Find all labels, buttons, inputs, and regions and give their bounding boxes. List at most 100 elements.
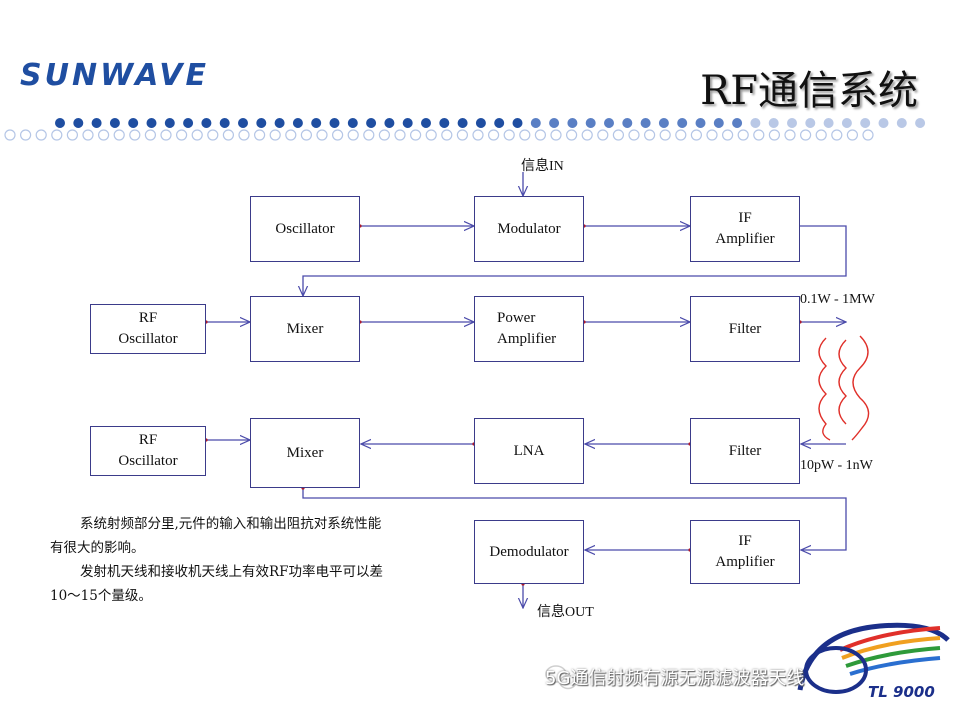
filter-rx-block: Filter — [690, 418, 800, 484]
decorative-dot — [721, 129, 734, 141]
decorative-dot — [378, 129, 390, 141]
decorative-dot — [846, 129, 859, 141]
slide-title: RF通信系统 — [700, 68, 918, 114]
modulator-label: Modulator — [497, 220, 561, 237]
decorative-dot — [784, 129, 796, 141]
decorative-dot — [35, 129, 47, 141]
rf-oscillator-rx-block: RF Oscillator — [90, 426, 206, 476]
signal-in-label: 信息IN — [521, 159, 564, 174]
demodulator-block: Demodulator — [474, 520, 584, 584]
watermark-text: 5G通信射频有源无源滤波器天线 — [545, 668, 805, 689]
filter-rx-label: Filter — [728, 442, 762, 459]
decorative-dot — [274, 118, 285, 128]
decorative-dot — [841, 118, 852, 128]
decorative-dot — [706, 129, 718, 141]
note-line-2: 有很大的影响。 — [50, 540, 145, 556]
decorative-dot — [316, 129, 328, 141]
decorative-dot — [750, 118, 761, 128]
decorative-dot — [567, 118, 578, 128]
rf-osc-tx-label-2: Oscillator — [118, 331, 178, 347]
rf-osc-tx-label-1: RF — [138, 310, 158, 326]
decorative-dot — [201, 118, 212, 128]
decorative-dot — [219, 118, 230, 128]
decorative-dot — [534, 129, 547, 141]
decorative-dot — [512, 118, 523, 128]
decorative-dot — [183, 118, 194, 128]
decorative-dot — [604, 118, 614, 128]
decorative-dot — [332, 129, 344, 141]
decorative-dot — [860, 118, 871, 128]
decorative-dot — [815, 129, 827, 141]
decorative-dot — [347, 129, 359, 141]
decorative-dot — [753, 129, 765, 141]
decorative-dot — [51, 129, 63, 141]
decorative-dot — [66, 129, 79, 141]
decorative-dot — [456, 129, 468, 141]
decorative-dot — [823, 118, 834, 128]
decorative-dot — [878, 118, 889, 128]
decorative-dot — [690, 129, 703, 141]
decorative-dot — [256, 118, 267, 128]
if-amp-tx-label-1: IF — [738, 210, 752, 226]
filter-tx-block: Filter — [690, 296, 800, 362]
if-amp-rx-label-2: Amplifier — [715, 554, 775, 570]
decorative-dot — [421, 118, 431, 128]
if-amp-rx-label-1: IF — [738, 533, 752, 549]
power-amplifier-block: Power Amplifier — [474, 296, 584, 362]
rx-power-label: 10pW - 1nW — [800, 458, 873, 473]
if-amplifier-rx-block: IF Amplifier — [690, 520, 800, 584]
decorative-dot — [109, 118, 120, 128]
oscillator-block: Oscillator — [250, 196, 360, 262]
decorative-dot — [311, 118, 322, 128]
note-line-4: 10～15个量级。 — [50, 588, 152, 604]
oscillator-label: Oscillator — [275, 220, 335, 237]
note-line-1: 系统射频部分里,元件的输入和输出阻抗对系统性能 — [80, 516, 382, 532]
mixer-rx-label: Mixer — [286, 444, 324, 461]
decorative-dot — [530, 118, 541, 128]
decorative-dot — [128, 118, 139, 128]
decorative-dot — [915, 118, 926, 128]
decorative-dot — [144, 129, 156, 141]
lna-label: LNA — [513, 442, 545, 459]
decorative-dot — [55, 118, 65, 128]
mixer-tx-block: Mixer — [250, 296, 360, 362]
decorative-dot — [659, 129, 671, 141]
rf-osc-rx-label-1: RF — [138, 432, 158, 448]
signal-out-label: 信息OUT — [537, 605, 594, 620]
decorative-dot — [658, 118, 669, 128]
decorative-dot — [97, 129, 110, 141]
decorative-dot — [831, 129, 843, 141]
decorative-dot — [73, 118, 84, 128]
decorative-dot — [363, 129, 375, 141]
decorative-dot — [549, 118, 560, 128]
sunwave-logo: SUNWAVE — [20, 58, 209, 93]
decorative-dot — [402, 118, 413, 128]
power-amp-label-1: Power — [497, 310, 536, 326]
decorative-dot — [768, 129, 781, 141]
mixer-to-if-amp-rx — [302, 488, 847, 550]
decorative-dot — [488, 129, 500, 141]
decorative-dot — [565, 129, 578, 141]
decorative-dot — [176, 129, 188, 141]
decorative-dot — [799, 129, 812, 141]
modulator-block: Modulator — [474, 196, 584, 262]
explanatory-note: 系统射频部分里,元件的输入和输出阻抗对系统性能 有很大的影响。 发射机天线和接收… — [50, 512, 470, 608]
decorative-dot — [475, 118, 486, 128]
decorative-dot — [737, 129, 749, 141]
decorative-dot — [292, 118, 303, 128]
decorative-dot — [347, 118, 358, 128]
decorative-dot — [146, 118, 157, 128]
decorative-dot — [550, 129, 562, 141]
decorative-dot — [91, 118, 102, 128]
decorative-dot — [113, 129, 125, 141]
decorative-dot — [4, 129, 16, 141]
decorative-dot — [20, 129, 32, 141]
decorative-dot — [675, 129, 687, 141]
power-amp-label-2: Amplifier — [497, 331, 557, 347]
if-amp-tx-label-2: Amplifier — [715, 231, 775, 247]
mixer-rx-block: Mixer — [250, 418, 360, 488]
decorative-dot — [472, 129, 484, 141]
